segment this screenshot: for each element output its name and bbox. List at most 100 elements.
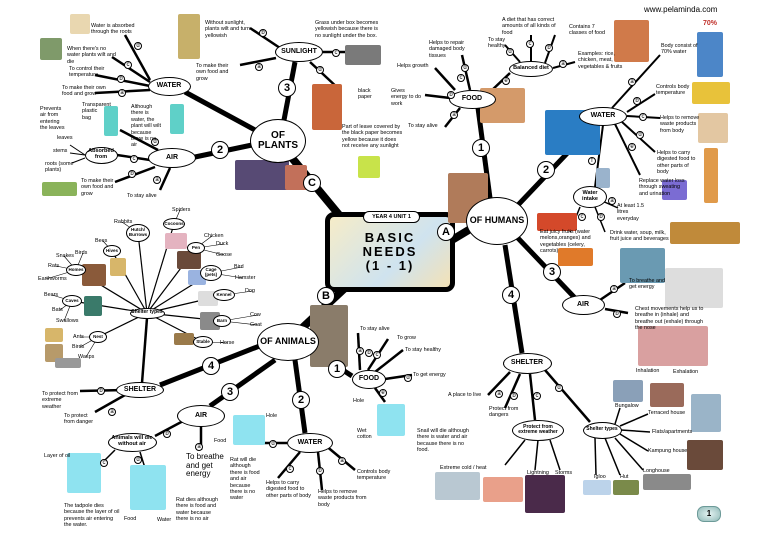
node-of-humans[interactable]: OF HUMANS [466,197,528,245]
connector-line [611,54,661,109]
mindmap-label: Bungalow [615,403,639,409]
node-plants-sunlight[interactable]: SUNLIGHT [275,42,323,62]
letter-marker: e [379,389,387,397]
cocoon-image [165,233,187,249]
shelter-animal-label: Bats [52,307,63,313]
letter-marker: c [286,465,294,473]
shelter-group-node[interactable]: Kennel [213,289,235,301]
letter-marker: b [128,170,136,178]
letter-marker: c [100,459,108,467]
shelter-group-node[interactable]: Cage (pets) [200,265,222,281]
shelter-animal-label: Snakes [56,253,74,259]
letter-marker: a [338,457,346,465]
connector-line [249,26,281,50]
node-humans-food[interactable]: FOOD [448,89,496,109]
mindmap-label: To stay alive [408,123,438,129]
snowy-house-image [435,472,480,500]
node-plants-air[interactable]: AIR [148,148,196,168]
node-balanced-diet[interactable]: Balanced diet [509,61,553,77]
connector-line [503,373,522,409]
letter-marker: a [495,390,503,398]
connector-line [374,349,404,373]
tadpole-jar-image [67,453,101,493]
mindmap-label: Transparent plastic bag [82,102,111,121]
vegetables-image [558,248,593,266]
exhalation-image [672,326,708,366]
lightning-image [525,475,565,513]
shelter-animal-label: Goat [250,322,262,328]
mindmap-label: black paper [358,88,372,101]
mindmap-label: When there's no water plants wilt and di… [67,46,116,65]
mindmap-label: Controls body temperature [357,469,391,482]
node-humans-air[interactable]: AIR [561,295,605,315]
shelter-animal-label: Goose [216,252,232,258]
shelter-animal-label: Ants [73,334,84,340]
shelter-group-node[interactable]: Stable [193,336,213,348]
shelter-group-node[interactable]: Pen [187,242,205,254]
node-animals-air[interactable]: AIR [177,405,225,427]
letter-marker: a [450,111,458,119]
page-number-button[interactable]: 1 [697,506,721,522]
nest-image [45,344,63,362]
node-humans-shelter[interactable]: SHELTER [502,352,552,374]
shelter-group-node[interactable]: Cocoons [163,218,185,230]
mindmap-label: Although there is water, the plant will … [131,104,161,149]
letter-marker: d [506,48,514,56]
node-animals-die-without-air[interactable]: Animals will die without air [107,432,157,452]
connector-line [424,93,451,100]
mindmap-label: Longhouse [643,468,670,474]
food-pyramid-image [614,20,649,62]
node-animals-water[interactable]: WATER [287,433,333,453]
node-water-intake[interactable]: Water intake [573,186,607,208]
mindmap-label: Grass under box becomes yellowish becaus… [315,20,379,39]
node-of-animals[interactable]: OF ANIMALS [257,323,319,361]
terraced-house-image [650,383,684,407]
node-animals-shelter-types[interactable]: Shelter types [129,307,165,319]
mindmap-label: A place to live [448,392,482,398]
branch-letter-marker: A [437,223,455,241]
letter-marker: b [633,97,641,105]
letter-marker: b [97,387,105,395]
connector-line [549,439,561,471]
digestive-system-image [698,113,728,143]
connector-line [544,369,591,423]
node-animals-shelter[interactable]: SHELTER [116,382,164,398]
mindmap-label: Examples: rice, chicken, meat, vegetable… [578,51,623,70]
node-humans-shelter-types[interactable]: Shelter types [582,421,622,439]
bungalow-image [613,380,643,402]
node-absorbed-from[interactable]: Absorbed from [84,146,118,164]
letter-marker: d [134,456,142,464]
shelter-group-node[interactable]: Barn [213,315,231,327]
cave-image [84,296,102,316]
shelter-group-node[interactable]: Caves [62,295,82,307]
connector-line [614,407,621,425]
mindmap-label: Gives energy to do work [391,88,421,107]
node-of-plants[interactable]: OF PLANTS [250,119,306,163]
site-url[interactable]: www.pelaminda.com [644,5,718,14]
branch-number-marker: 1 [328,360,346,378]
shelter-animal-label: Duck [216,241,229,247]
letter-marker: d [461,64,469,72]
pen-image [177,251,201,269]
flats-image [691,394,721,432]
shelter-group-node[interactable]: Nest [89,331,107,343]
shelter-group-node[interactable]: Homes [66,264,86,276]
node-protect-weather[interactable]: Protect from extreme weather [512,419,564,441]
central-topic-box[interactable]: YEAR 4 UNIT 1 BASIC NEEDS (1 - 1) [325,211,455,292]
node-plants-water[interactable]: WATER [147,76,191,96]
kampung-house-image [687,440,723,470]
shelter-group-node[interactable]: Hives [103,245,121,257]
mindmap-label: Eat juicy fruits (water melons,oranges) … [540,229,591,255]
wasp-nest-image [55,358,81,368]
mindmap-label: Replace water loss through sweating and … [639,178,685,197]
node-humans-water[interactable]: WATER [579,106,627,126]
connector-line [434,67,456,91]
shelter-animal-label: Wasps [78,354,95,360]
mindmap-label: Body consist of 70% water [661,43,698,56]
mindmap-label: Snail will die although there is water a… [417,428,469,454]
mindmap-label: Wet cotton [357,428,372,441]
shelter-group-node[interactable]: Hutch/ Burrows [126,224,150,242]
branch-number-marker: 3 [543,263,561,281]
letter-marker: a [356,347,364,355]
node-animals-food[interactable]: FOOD [352,369,386,389]
